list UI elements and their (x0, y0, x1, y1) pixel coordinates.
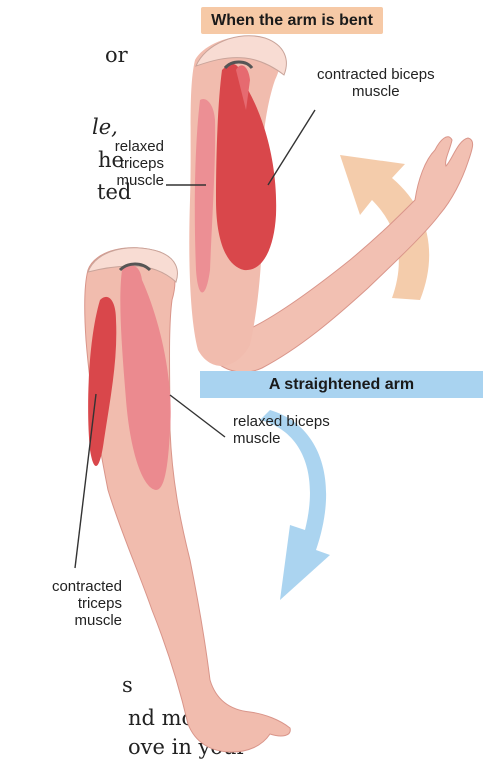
label-contracted-triceps: contracted triceps muscle (12, 578, 122, 629)
leader-relaxed-biceps (170, 395, 225, 437)
label-contracted-biceps: contracted biceps muscle (317, 66, 435, 100)
label-relaxed-triceps: relaxed triceps muscle (94, 138, 164, 189)
bent-banner: When the arm is bent (201, 7, 383, 34)
label-relaxed-biceps: relaxed biceps muscle (233, 413, 330, 447)
leader-contracted-biceps (268, 110, 315, 185)
leader-contracted-triceps (75, 394, 96, 568)
straight-banner: A straightened arm (200, 371, 483, 398)
